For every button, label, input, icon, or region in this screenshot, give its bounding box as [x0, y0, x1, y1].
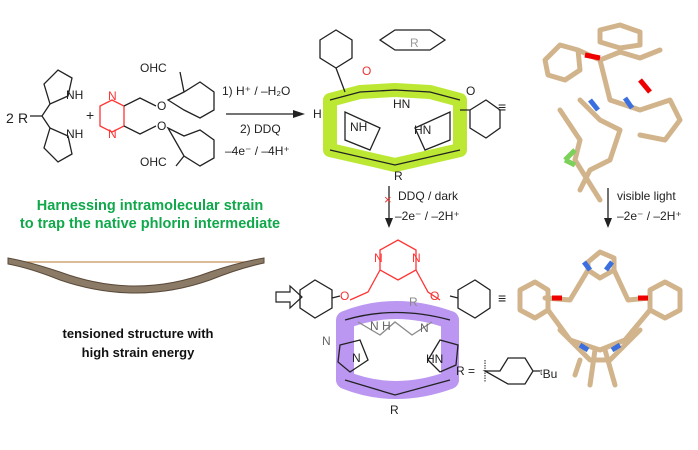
nh-label: N H	[370, 319, 391, 333]
nh-label: HN	[414, 123, 431, 137]
dipyrromethane: 2 R NH NH	[6, 69, 83, 163]
nh-label: HN	[393, 97, 410, 111]
visible-light-arrow: visible light –2e⁻ / –2H⁺	[604, 188, 682, 228]
bow-caption: high strain energy	[82, 345, 195, 360]
step1-condition: 2) DDQ	[240, 122, 281, 136]
headline-line: Harnessing intramolecular strain	[37, 198, 263, 214]
nitrogen-label: N	[412, 251, 421, 265]
headline-line: to trap the native phlorin intermediate	[20, 216, 280, 232]
tbu-label: ᵗBu	[540, 367, 557, 381]
light-condition: –2e⁻ / –2H⁺	[617, 209, 682, 223]
step1-condition: 1) H⁺ / –H₂O	[222, 84, 290, 98]
hydrogen-label: H	[313, 107, 322, 121]
r-label: R	[394, 169, 403, 183]
light-condition: visible light	[617, 189, 676, 203]
ddq-condition: DDQ / dark	[398, 189, 459, 203]
nitrogen-label: N	[322, 334, 331, 348]
nh-label: HN	[426, 352, 443, 366]
phlorin-structure: H NH HN HN R R O O	[313, 29, 501, 183]
porphyrin-structure: N N O O N N H N HN N R R	[299, 239, 491, 417]
aldehyde-label: OHC	[140, 155, 167, 169]
oxygen-label: O	[466, 84, 475, 98]
r-label: R	[409, 295, 418, 309]
oxygen-label: O	[340, 289, 349, 303]
oxygen-label: O	[430, 289, 439, 303]
step1-arrow: 1) H⁺ / –H₂O 2) DDQ –4e⁻ / –4H⁺	[222, 84, 305, 158]
nitrogen-label: N	[108, 127, 117, 141]
coefficient: 2	[6, 110, 14, 126]
equivalence-sign: ≡	[498, 290, 506, 306]
oxygen-label: O	[157, 119, 166, 133]
ddq-dark-arrow: × DDQ / dark –2e⁻ / –2H⁺	[384, 186, 460, 228]
porphyrin-3d-model	[517, 249, 683, 388]
equivalence-sign: ≡	[498, 99, 506, 115]
nitrogen-label: N	[352, 351, 361, 365]
nitrogen-label: N	[420, 321, 429, 335]
aldehyde-label: OHC	[140, 61, 167, 75]
pyrazine-dialdehyde: N N O O OHC OHC	[99, 61, 215, 169]
r-equals-label: R =	[456, 364, 475, 378]
r-label: R	[390, 403, 399, 417]
plus-sign: +	[86, 107, 94, 123]
bow-caption: tensioned structure with	[63, 326, 214, 341]
nh-label: NH	[66, 88, 83, 102]
oxygen-label: O	[157, 99, 166, 113]
r-group-definition: R = ᵗBu	[456, 357, 557, 385]
hollow-arrow-icon	[275, 284, 303, 310]
bow-illustration	[7, 257, 265, 294]
nitrogen-label: N	[108, 89, 117, 103]
nh-label: NH	[66, 127, 83, 141]
step1-condition: –4e⁻ / –4H⁺	[225, 144, 290, 158]
r-label: R	[410, 36, 419, 50]
ddq-condition: –2e⁻ / –2H⁺	[395, 209, 460, 223]
phlorin-3d-model	[542, 22, 683, 203]
nitrogen-label: N	[374, 251, 383, 265]
oxygen-label: O	[362, 64, 371, 78]
nh-label: NH	[350, 120, 367, 134]
blocked-mark-icon: ×	[384, 192, 392, 207]
r-label: R	[18, 110, 28, 126]
